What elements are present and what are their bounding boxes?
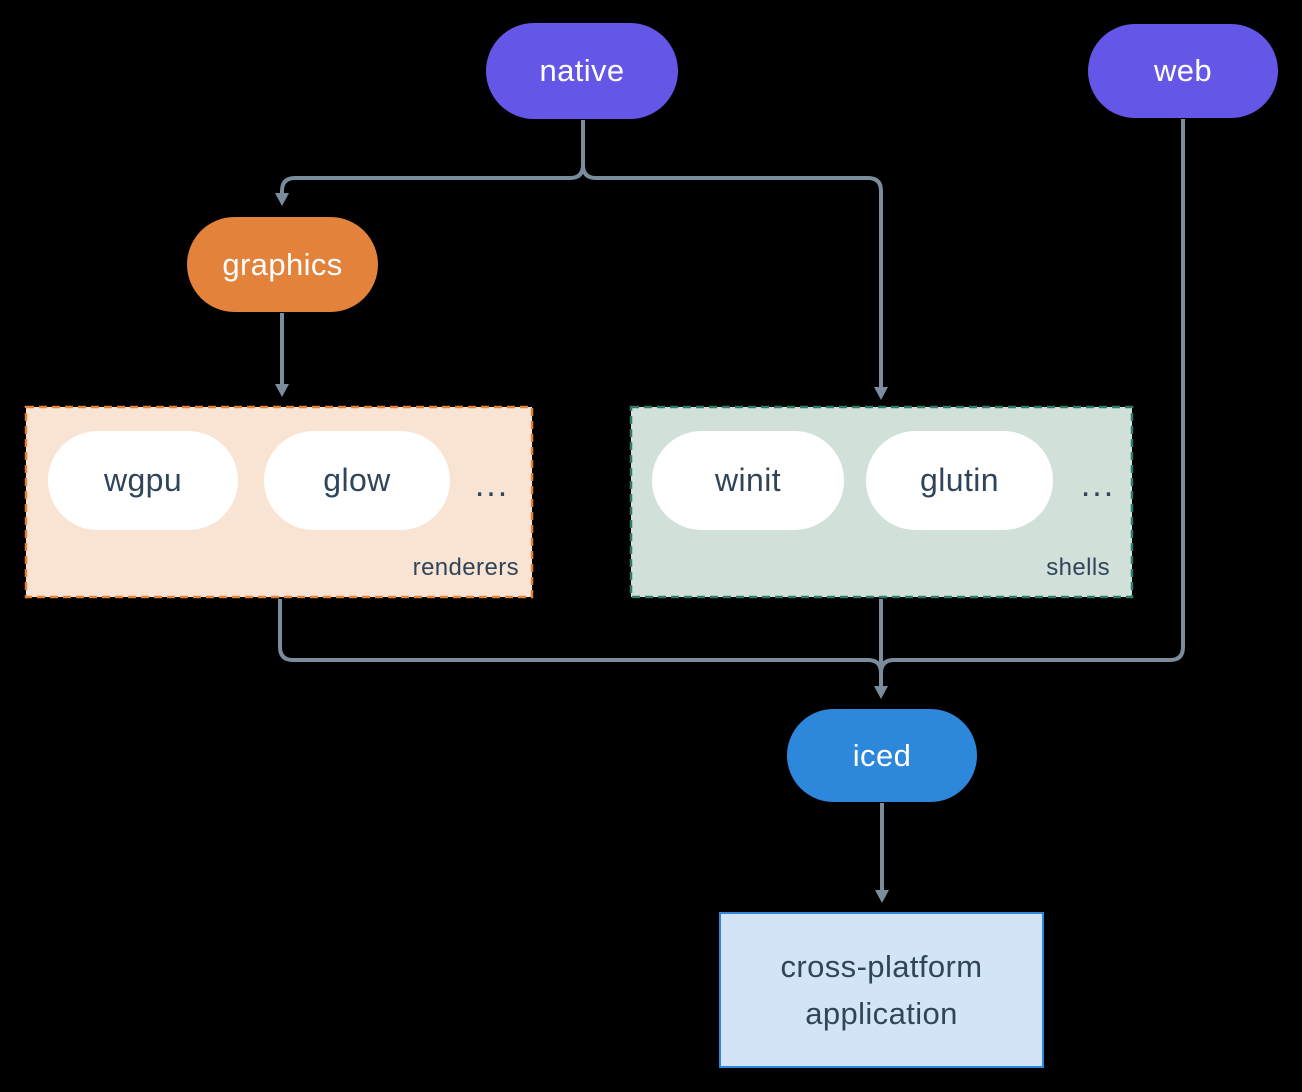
node-winit: winit bbox=[652, 431, 844, 530]
node-glow: glow bbox=[264, 431, 450, 530]
node-web: web bbox=[1088, 24, 1278, 118]
node-iced: iced bbox=[787, 709, 977, 802]
application-label-line1: cross-platform bbox=[780, 949, 983, 984]
shells-group-label: shells bbox=[1046, 554, 1110, 581]
node-glutin: glutin bbox=[866, 431, 1053, 530]
shells-ellipsis: ... bbox=[1080, 466, 1116, 504]
node-wgpu: wgpu bbox=[48, 431, 238, 530]
edge-native-graphics bbox=[275, 120, 585, 206]
node-graphics: graphics bbox=[187, 217, 378, 312]
node-native: native bbox=[486, 23, 678, 119]
edge-native-shells bbox=[581, 120, 888, 400]
node-cross-platform-application: cross-platform application bbox=[719, 912, 1044, 1068]
renderers-ellipsis: ... bbox=[474, 466, 510, 504]
edge-renderers-merge bbox=[278, 599, 883, 680]
renderers-group-label: renderers bbox=[412, 554, 519, 581]
application-label-line2: application bbox=[805, 996, 958, 1031]
